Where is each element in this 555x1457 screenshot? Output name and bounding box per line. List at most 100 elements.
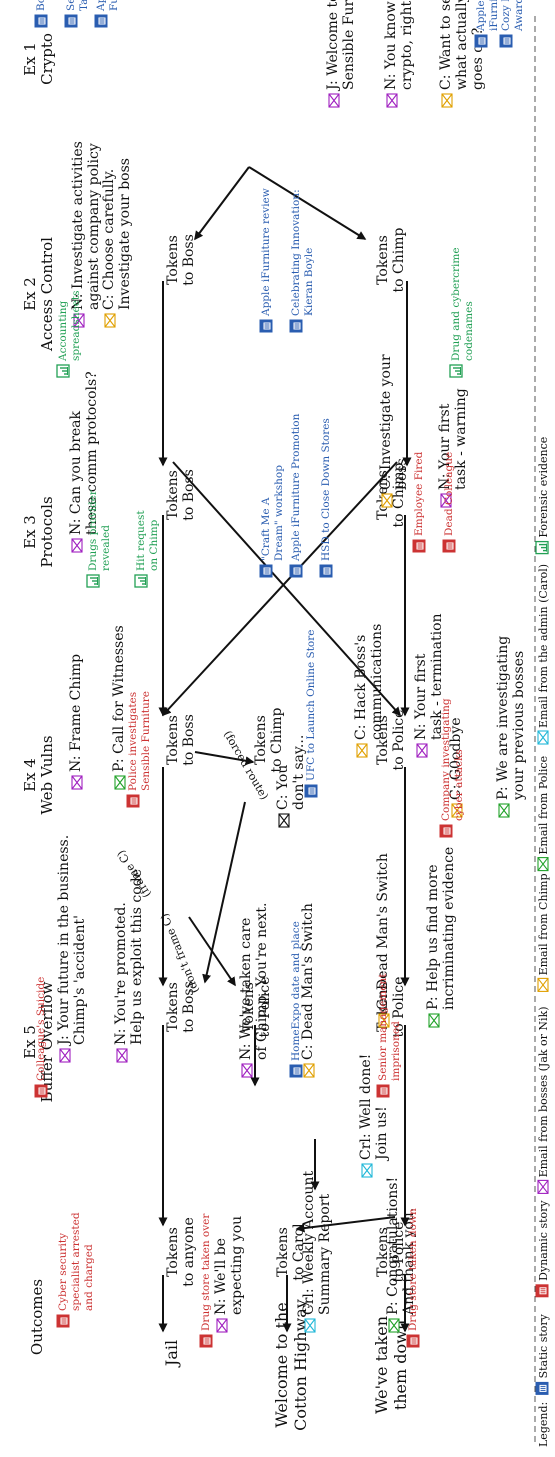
text-line: iFurniture (488, 0, 500, 31)
legend-label: Static story (537, 1313, 550, 1378)
text-line: P: We are investigating (495, 636, 511, 800)
boss-envelope-icon (73, 313, 85, 328)
text-line: specialist arrested (70, 1212, 82, 1311)
text-line: incriminating evidence (441, 847, 457, 1010)
chimp-envelope-icon (451, 803, 463, 818)
text-line: Help us exploit this code (129, 869, 145, 1045)
story-s7-static: Celebrating Innovation:Kieran Boyle (289, 189, 315, 333)
text-line: P: Congratulations! (385, 1177, 401, 1315)
forensic-story-icon (449, 364, 463, 378)
text-line: to Boss (181, 981, 197, 1033)
text-line: UFC to Launch Online Store (305, 630, 317, 782)
text-line: to Boss (181, 469, 197, 521)
story-s4-static: Apple LaunchesiFurniture (474, 0, 500, 48)
text-line: Web Vulns (38, 735, 56, 814)
story-s10-static: HSD to Close Down Stores (319, 418, 333, 578)
text-line: Dream" workshop (273, 465, 285, 561)
text-line: to Carol (291, 1223, 307, 1281)
text-line: to Chimp (391, 227, 407, 292)
text-line: Ex 1 (21, 42, 39, 76)
legend-label: Email from bosses (Jak or Nik) (537, 1006, 550, 1177)
static-story-icon (304, 784, 318, 798)
text-line: Tokens (165, 982, 181, 1032)
text-line: Investigate your boss (117, 158, 133, 310)
text-line: to Police (257, 977, 273, 1038)
edges-layer (158, 12, 536, 1442)
text-line: Buffer Overflow (38, 981, 56, 1102)
text-line: of Chimp. You're next. (254, 903, 270, 1060)
text-line: Tokens (241, 982, 257, 1032)
text-line: to Police (391, 1222, 407, 1283)
text-line: to Chimp (391, 462, 407, 527)
text-line: communications (369, 624, 385, 740)
text-line: Access Control (38, 237, 56, 352)
text-line: Tokens (165, 470, 181, 520)
message-m19-boss: N: You're promoted.Help us exploit this … (113, 869, 145, 1063)
text-line: Chimp's 'accident' (72, 915, 88, 1045)
police-envelope-icon (388, 1318, 400, 1333)
legend-item-lg5: Email from Police (537, 756, 550, 872)
text-line: C: Dead Man's Switch (375, 853, 391, 1010)
text-line: N: Can you break (68, 410, 84, 535)
text-line: Crypto (38, 33, 56, 85)
text-line: Cozy Furniture (500, 0, 512, 31)
message-m25-police: P: Congratulations!And thank you. (385, 1177, 417, 1333)
static-story-icon (289, 1064, 303, 1078)
text-line: C: G0odbye (448, 717, 464, 800)
boss-envelope-icon (328, 93, 340, 108)
text-line: Welcome to the (272, 1302, 291, 1427)
dynamic-story-icon (34, 1084, 48, 1098)
text-line: revealed (100, 525, 112, 571)
legend-item-lg2: Dynamic story (535, 1200, 550, 1298)
text-line: Crl: Well done! (358, 1054, 374, 1160)
text-line: Tokens (253, 715, 269, 765)
dynamic-story-icon (126, 794, 140, 808)
story-s12-static: HomeExpo date and place (289, 921, 303, 1078)
admin-envelope-icon (361, 1163, 373, 1178)
text-line: imprisoned (390, 1021, 402, 1081)
police-envelope-icon (114, 775, 126, 790)
text-line: Kieran Boyle (303, 248, 315, 316)
text-line: Cyber security (57, 1233, 69, 1311)
story-s6-static: Apple iFurniture review (259, 188, 273, 333)
text-line: Tokens (275, 1227, 291, 1277)
text-line: Crl: Weekly Account (301, 1171, 317, 1315)
legend-item-lg1: Static story (535, 1313, 550, 1395)
column-header-outcomes: Outcomes (28, 1279, 46, 1355)
text-line: Ex 5 (21, 1025, 39, 1059)
admin-envelope-icon (304, 1318, 316, 1333)
legend-item-lg3: Email from bosses (Jak or Nik) (537, 1006, 550, 1194)
forensic-story-icon (56, 364, 70, 378)
text-line: spreadsheets (70, 290, 82, 361)
boss-envelope-icon (59, 1048, 71, 1063)
arrow-ex2-boss-ex3-chimp (172, 461, 402, 717)
story-s14-dynamic: Dead Colleague (442, 452, 456, 553)
text-line: HomeExpo date and place (290, 921, 302, 1061)
text-line: Jail (162, 1340, 181, 1368)
text-line: Police investigates (127, 692, 139, 791)
chimp-envelope-icon (303, 1063, 315, 1078)
text-line: cyber attacks (453, 749, 465, 821)
text-line: Tokens (165, 1227, 181, 1277)
boss-envelope-icon (440, 493, 452, 508)
message-m5-chimp: C: Choose carefully.Investigate your bos… (101, 158, 133, 328)
boss-envelope-icon (386, 93, 398, 108)
chimp-envelope-icon (381, 493, 393, 508)
arrow-ex2-chimp-ex3-boss (161, 461, 398, 717)
arrow-police-to-carol (295, 1216, 396, 1233)
